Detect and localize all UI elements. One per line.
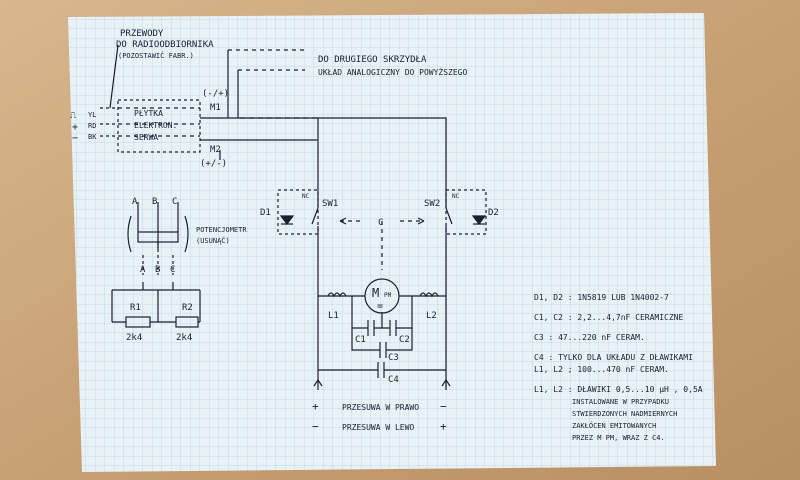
pot-pin-b-label: B: [152, 197, 157, 207]
m1-label: M1: [210, 103, 221, 113]
legend-line: L1, L2 ; 100...470 nF CERAM.: [534, 365, 669, 374]
legend-line: STWIERDZONYCH NADMIERNYCH: [572, 410, 677, 418]
left-plus-sign: +: [440, 420, 447, 433]
pulse-signal-label: ⎍: [70, 111, 77, 121]
potentiometer-label-line1: POTENCJOMETR: [196, 226, 247, 234]
legend-line: PRZEZ M PM, WRAZ Z C4.: [572, 434, 665, 442]
legend-line: D1, D2 : 1N5819 LUB 1N4002-7: [534, 293, 669, 302]
l1-label: L1: [328, 311, 339, 321]
circuit-wires: [100, 44, 487, 390]
pot-pin-a-label: A: [132, 197, 138, 207]
legend-line: INSTALOWANE W PRZYPADKU: [572, 398, 669, 406]
d1-label: D1: [260, 208, 271, 218]
motor-sub-label: PM: [384, 292, 392, 299]
wire-yl-label: YL: [88, 111, 96, 119]
legend-line: C4 : TYLKO DLA UKŁADU Z DŁAWIKAMI: [534, 353, 693, 362]
r2-value: 2k4: [176, 333, 192, 343]
move-right-label: PRZESUWA W PRAWO: [342, 403, 419, 412]
cam-label: C: [378, 218, 383, 228]
radio-wires-label-line3: (POZOSTAWIĆ FABR.): [118, 51, 194, 60]
polarity-bottom-label: (+/-): [200, 159, 227, 169]
servo-board-label-line1: PŁYTKA: [134, 109, 163, 118]
pot-pin-a-label-2: A: [140, 265, 146, 275]
d2-label: D2: [488, 208, 499, 218]
legend-line: ZAKŁÓCEŃ EMITOWANYCH: [572, 421, 656, 430]
move-left-label: PRZESUWA W LEWO: [342, 423, 414, 432]
legend-line: C3 : 47...220 nF CERAM.: [534, 333, 645, 342]
right-plus-sign: +: [312, 400, 319, 413]
sw2-label: SW2: [424, 199, 440, 209]
right-minus-sign: −: [440, 400, 447, 413]
left-minus-sign: −: [312, 420, 319, 433]
sw1-label: SW1: [322, 199, 338, 209]
sw2-nc-label: NC: [452, 193, 460, 200]
m2-label: M2: [210, 145, 221, 155]
polarity-top-label: (-/+): [202, 89, 229, 99]
pot-pin-c-label: C: [172, 197, 177, 207]
paper-sheet: [68, 13, 716, 472]
motor-label: M: [372, 286, 379, 300]
legend-line: C1, C2 : 2,2...4,7nF CERAMICZNE: [534, 313, 683, 322]
potentiometer-label-line2: (USUNĄĆ): [196, 236, 230, 245]
c4-label: C4: [388, 375, 399, 385]
wire-bk-label: BK: [88, 133, 97, 141]
c1-label: C1: [355, 335, 366, 345]
radio-wires-label-line1: PRZEWODY: [120, 29, 164, 39]
r2-label: R2: [182, 303, 193, 313]
sw1-nc-label: NC: [302, 193, 310, 200]
l2-label: L2: [426, 311, 437, 321]
r1-value: 2k4: [126, 333, 142, 343]
pot-pin-b-label-2: B: [155, 265, 160, 275]
radio-wires-label-line2: DO RADIOODBIORNIKA: [116, 40, 214, 50]
pot-pin-c-label-2: C: [170, 265, 175, 275]
motor-dc-symbol: =: [377, 301, 383, 312]
servo-board-label-line3: SERWA: [134, 133, 158, 142]
legend-line: L1, L2 : DŁAWIKI 0,5...10 µH , 0,5A: [534, 385, 703, 394]
c2-label: C2: [399, 335, 410, 345]
wire-rd-label: RD: [88, 122, 96, 130]
component-legend: D1, D2 : 1N5819 LUB 1N4002-7 C1, C2 : 2,…: [534, 293, 703, 442]
analog-circuit-label: UKŁAD ANALOGICZNY DO POWYŻSZEGO: [318, 67, 467, 77]
servo-board-label-line2: ELEKTRON.: [134, 121, 177, 130]
plus-sign: +: [72, 122, 78, 133]
second-wing-label: DO DRUGIEGO SKRZYDŁA: [318, 55, 427, 65]
minus-sign: −: [72, 133, 78, 144]
c3-label: C3: [388, 353, 399, 363]
r1-label: R1: [130, 303, 141, 313]
